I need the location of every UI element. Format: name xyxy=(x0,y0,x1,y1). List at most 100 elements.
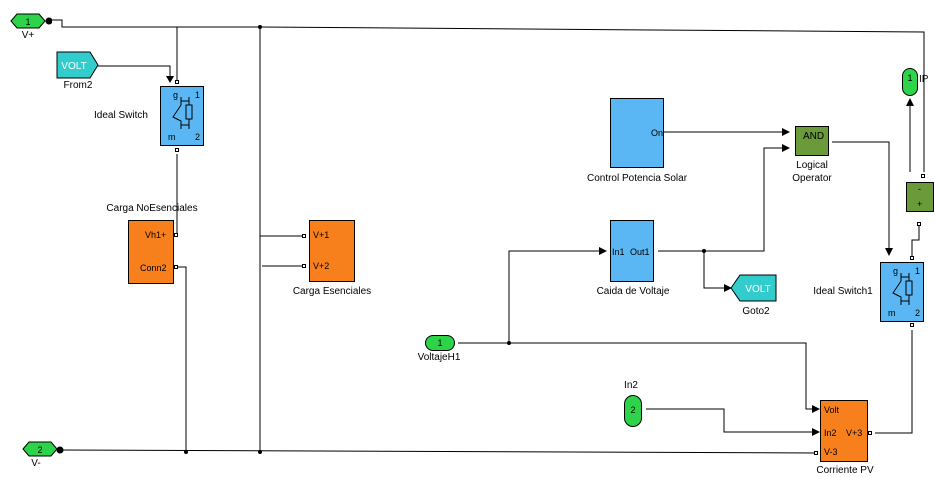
ip-num: 1 xyxy=(907,73,913,83)
wire-voltaje-caida xyxy=(458,250,605,344)
vminus-num: 2 xyxy=(37,445,42,455)
wire-in2-corriente xyxy=(646,408,818,433)
junction-dot xyxy=(507,341,511,345)
carga-es-label: Carga Esenciales xyxy=(292,286,372,297)
arrow-corr-volt xyxy=(812,405,820,413)
from2-block[interactable]: VOLT xyxy=(56,51,100,79)
carga-es-terminal[interactable] xyxy=(302,264,306,268)
junction-dot xyxy=(258,25,262,29)
corriente-terminal[interactable] xyxy=(868,431,872,435)
switch1-terminal[interactable] xyxy=(910,256,914,260)
meter-minus: - xyxy=(918,184,921,194)
logical-block[interactable]: AND xyxy=(795,126,829,156)
junction-dot xyxy=(258,450,262,454)
arrow-and-in1 xyxy=(782,128,790,136)
control-out: On xyxy=(651,128,664,138)
wire-vminus-bus xyxy=(59,449,817,454)
caida-label: Caida de Voltaje xyxy=(596,286,670,297)
switch-symbol-icon xyxy=(172,97,193,129)
voltajeh1-port[interactable]: 1 xyxy=(425,335,455,351)
corriente-p2: In2 xyxy=(824,428,837,438)
switch1-m-label: m xyxy=(888,308,896,318)
wire-cargano-conn2 xyxy=(177,266,187,452)
carga-no-block[interactable]: Vh1+ Conn2 xyxy=(128,220,174,284)
control-label: Control Potencia Solar xyxy=(586,173,688,184)
vminus-port[interactable]: 2 xyxy=(20,440,64,460)
corriente-out: V+3 xyxy=(846,428,863,438)
meter-terminal[interactable] xyxy=(921,174,925,178)
switch1-symbol-icon xyxy=(892,273,913,305)
meter-block[interactable]: - + xyxy=(906,182,934,212)
logical-text: AND xyxy=(803,131,825,142)
wire-corriente-switch1 xyxy=(875,330,913,434)
carga-no-p1: Vh1+ xyxy=(145,230,167,240)
junction-dot xyxy=(184,450,188,454)
ip-label: IP xyxy=(919,74,929,85)
goto2-block[interactable]: VOLT xyxy=(730,274,778,302)
vplus-num: 1 xyxy=(25,17,30,27)
corriente-p1: Volt xyxy=(824,405,840,415)
logical-label1: Logical xyxy=(796,160,828,171)
corriente-label: Corriente PV xyxy=(816,465,874,476)
switch1-p2-label: 2 xyxy=(915,308,921,318)
corriente-block[interactable]: Volt In2 V-3 V+3 xyxy=(820,400,868,462)
wire-from2-gate xyxy=(97,65,171,82)
from2-text: VOLT xyxy=(61,61,86,72)
ideal-switch-block[interactable]: g m 1 2 xyxy=(160,86,204,146)
control-block[interactable]: On xyxy=(610,98,664,168)
arrow-from2 xyxy=(166,76,174,83)
wire-switch-cargano xyxy=(176,154,178,236)
ideal-switch1-label: Ideal Switch1 xyxy=(813,286,873,297)
carga-no-terminal[interactable] xyxy=(174,265,178,269)
corriente-terminal[interactable] xyxy=(814,451,818,455)
in2-num: 2 xyxy=(630,405,636,415)
meter-terminal[interactable] xyxy=(917,222,921,226)
switch-terminal[interactable] xyxy=(175,80,179,84)
junction-dot xyxy=(702,249,706,253)
ip-port[interactable]: 1 xyxy=(902,68,918,96)
arrow-switch1-gate xyxy=(885,248,893,256)
carga-no-terminal[interactable] xyxy=(174,233,178,237)
vplus-port[interactable]: 1 xyxy=(8,12,52,32)
caida-in: In1 xyxy=(612,247,625,257)
switch-terminal[interactable] xyxy=(175,148,179,152)
carga-es-block[interactable]: V+1 V+2 xyxy=(309,220,355,282)
goto2-text: VOLT xyxy=(745,284,770,295)
voltajeh1-label: VoltajeH1 xyxy=(417,352,461,363)
carga-es-terminal[interactable] xyxy=(302,234,306,238)
voltajeh1-num: 1 xyxy=(437,338,443,348)
vminus-label: V- xyxy=(31,458,41,469)
arrow-goto xyxy=(724,284,732,292)
wire-caida-goto xyxy=(703,251,730,289)
meter-plus: + xyxy=(917,199,923,209)
carga-no-p2: Conn2 xyxy=(140,263,167,273)
corriente-p3: V-3 xyxy=(824,447,838,457)
wire-vplus-bus xyxy=(49,19,925,172)
carga-no-label: Carga NoEsenciales xyxy=(106,203,198,214)
carga-es-p2: V+2 xyxy=(313,261,330,271)
switch1-terminal[interactable] xyxy=(910,323,914,327)
ideal-switch-label: Ideal Switch xyxy=(94,110,148,121)
ideal-switch1-block[interactable]: g m 1 2 xyxy=(880,262,924,322)
goto2-label: Goto2 xyxy=(742,306,770,317)
carga-es-p1: V+1 xyxy=(313,230,330,240)
arrow-and-in2 xyxy=(782,144,790,152)
wire-switch1-meter xyxy=(911,222,920,257)
wire-caida-and xyxy=(658,147,788,252)
switch-g-label: g xyxy=(173,90,179,100)
switch-m-label: m xyxy=(168,132,176,142)
arrow-caida-in xyxy=(599,247,607,255)
arrow-corr-in2 xyxy=(812,428,820,436)
arrow-ip xyxy=(906,98,914,106)
caida-out: Out1 xyxy=(630,247,650,257)
switch-p2-label: 2 xyxy=(195,132,201,142)
logical-label2: Operator xyxy=(792,173,832,184)
switch1-p1-label: 1 xyxy=(915,266,921,276)
in2-port[interactable]: 2 xyxy=(624,395,642,427)
wire-voltaje-corriente xyxy=(509,342,818,410)
switch-p1-label: 1 xyxy=(195,90,201,100)
from2-label: From2 xyxy=(63,80,93,91)
caida-block[interactable]: In1 Out1 xyxy=(610,220,654,282)
